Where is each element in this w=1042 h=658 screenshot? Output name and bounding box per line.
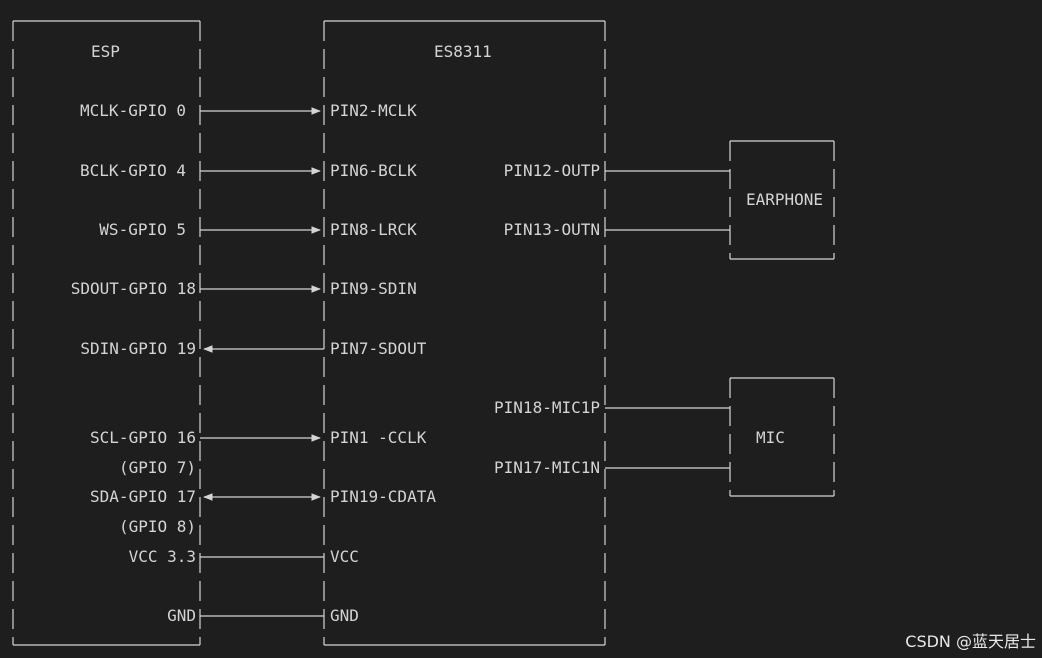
es8311-title: ES8311 (434, 42, 492, 61)
mic-block-outline (729, 377, 835, 497)
esp-pin-sda: SDA-GPIO 17 (90, 487, 196, 506)
mic-title: MIC (756, 428, 785, 447)
esp-pin-ws: WS-GPIO 5 (99, 220, 186, 239)
esp-pin-gnd: GND (167, 606, 196, 625)
es8311-pin-gnd: GND (330, 606, 359, 625)
es8311-pin-cclk: PIN1 -CCLK (330, 428, 427, 447)
esp-pin-mclk: MCLK-GPIO 0 (80, 101, 186, 120)
es8311-block-outline (323, 20, 606, 646)
es8311-pin-vcc: VCC (330, 547, 359, 566)
watermark: CSDN @蓝天居士 (905, 632, 1036, 651)
es8311-pin-outp: PIN12-OUTP (503, 161, 600, 180)
earphone-block-outline (729, 140, 835, 260)
es8311-pin-sdin: PIN9-SDIN (330, 279, 417, 298)
es8311-pin-outn: PIN13-OUTN (503, 220, 600, 239)
esp-title: ESP (91, 42, 120, 61)
esp-pin-bclk: BCLK-GPIO 4 (80, 161, 186, 180)
es8311-pin-bclk: PIN6-BCLK (330, 161, 417, 180)
esp-pin-scl-alt: (GPIO 7) (118, 458, 196, 477)
earphone-title: EARPHONE (746, 190, 824, 209)
esp-pin-sda-alt: (GPIO 8) (118, 517, 196, 536)
es8311-pin-sdout: PIN7-SDOUT (330, 339, 427, 358)
es8311-pin-cdata: PIN19-CDATA (330, 487, 436, 506)
esp-pin-vcc: VCC 3.3 (128, 547, 196, 566)
es8311-pin-mclk: PIN2-MCLK (330, 101, 417, 120)
esp-pin-sdout: SDOUT-GPIO 18 (70, 279, 196, 298)
es8311-pin-mic1n: PIN17-MIC1N (494, 458, 600, 477)
esp-pin-scl: SCL-GPIO 16 (90, 428, 196, 447)
es8311-pin-mic1p: PIN18-MIC1P (494, 398, 600, 417)
es8311-pin-lrck: PIN8-LRCK (330, 220, 417, 239)
esp-block-outline (12, 20, 201, 646)
esp-pin-sdin: SDIN-GPIO 19 (80, 339, 196, 358)
